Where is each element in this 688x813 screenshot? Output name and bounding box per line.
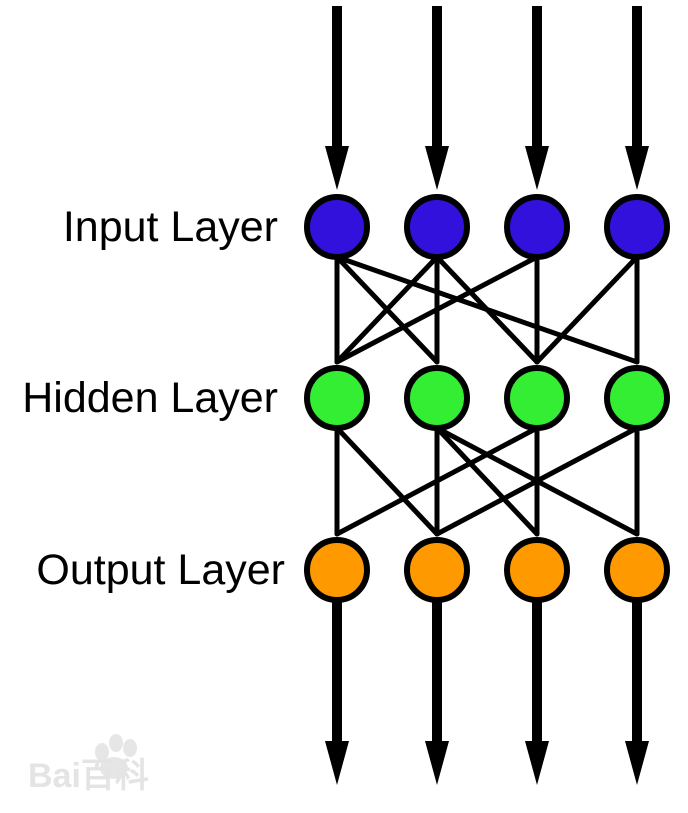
output-arrow-1 [325,598,349,785]
output-layer-label: Output Layer [36,546,285,594]
hidden-layer-label: Hidden Layer [22,374,278,422]
input-node-1 [304,194,370,260]
edge-hidden-1-to-output-2 [334,425,440,537]
input-node-3 [504,194,570,260]
watermark-text: Bai百科 [28,757,149,795]
edge-input-4-to-hidden-3 [534,254,640,365]
edge-input-2-to-hidden-1 [334,254,440,365]
input-arrow-2 [425,6,449,190]
input-arrow-1 [325,6,349,190]
paw-icon [95,734,137,779]
output-node-3 [504,537,570,603]
edge-hidden-4-to-output-2 [434,425,640,537]
input-layer-label: Input Layer [63,203,278,251]
network-nodes [304,194,670,603]
hidden-node-3 [504,365,570,431]
output-arrow-2 [425,598,449,785]
output-node-1 [304,537,370,603]
output-arrow-3 [525,598,549,785]
watermark: Bai百科 [28,734,149,795]
hidden-node-1 [304,365,370,431]
output-node-2 [404,537,470,603]
edge-input-3-to-hidden-1 [334,254,540,365]
edge-hidden-3-to-output-1 [334,425,540,537]
edge-input-2-to-hidden-3 [434,254,540,365]
connection-lines [334,254,640,537]
input-arrow-3 [525,6,549,190]
input-node-2 [404,194,470,260]
hidden-node-4 [604,365,670,431]
output-arrows [325,598,649,785]
input-node-4 [604,194,670,260]
output-arrow-4 [625,598,649,785]
input-arrows [325,6,649,190]
input-arrow-4 [625,6,649,190]
output-node-4 [604,537,670,603]
edge-hidden-2-to-output-3 [434,425,540,537]
hidden-node-2 [404,365,470,431]
